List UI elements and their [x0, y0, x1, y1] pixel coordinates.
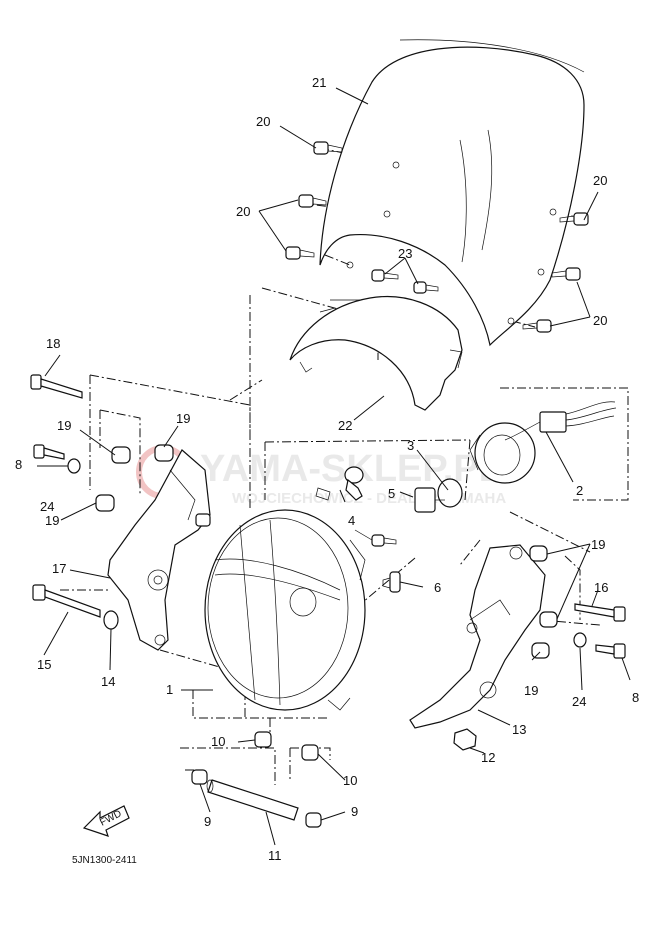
bolt-12: [32, 584, 101, 618]
bolt-8-right: [595, 643, 626, 659]
callout-labels: 21 20 20 20 20 23 22 18 19 19 8 24 19 17…: [15, 75, 639, 863]
callout-8: 8: [632, 690, 639, 705]
callout-23: 23: [398, 246, 412, 261]
collars-19-right: [529, 545, 558, 659]
callout-19: 19: [524, 683, 538, 698]
bracket-16: [107, 449, 211, 651]
callout-16: 17: [52, 561, 66, 576]
callout-9: 9: [351, 804, 358, 819]
callout-14: 14: [101, 674, 115, 689]
adjuster-6: [382, 571, 401, 593]
callout-24: 24: [40, 499, 54, 514]
callout-12: 15: [37, 657, 51, 672]
callout-11: 11: [268, 848, 282, 863]
windscreen: [319, 39, 585, 347]
callout-20: 20: [236, 204, 250, 219]
callout-17: 16: [594, 580, 608, 595]
diagram-code: 5JN1300-2411: [72, 855, 137, 866]
callout-19: 19: [45, 513, 59, 528]
fwd-arrow: FWD: [82, 805, 130, 837]
callout-20: 20: [256, 114, 270, 129]
callout-3: 3: [407, 438, 414, 453]
callout-19: 19: [591, 537, 605, 552]
socket-3: [469, 422, 536, 484]
lead-2: [504, 401, 617, 441]
screw-headlight: [371, 534, 397, 547]
callout-21: 21: [312, 75, 326, 90]
callout-5: 5: [388, 486, 395, 501]
nut-13: [453, 728, 477, 751]
bulb-4: [315, 466, 364, 501]
callout-4: 4: [348, 513, 355, 528]
screw: [522, 319, 552, 333]
washer-24-left: [67, 458, 81, 474]
screw: [313, 141, 343, 155]
bolt-8-left: [33, 444, 65, 460]
washer-24-right: [573, 632, 587, 648]
headlight-cover: [289, 295, 463, 411]
callout-24: 24: [572, 694, 586, 709]
callout-20: 20: [593, 313, 607, 328]
callout-2: 2: [576, 483, 583, 498]
callout-9: 9: [204, 814, 211, 829]
screws-23: [371, 269, 439, 294]
bulb-5: [414, 478, 463, 513]
screws-20: [285, 141, 589, 333]
screw: [298, 194, 327, 208]
headlight-unit: [204, 509, 373, 711]
screw: [551, 267, 581, 281]
screw: [285, 246, 315, 260]
bolt-17: [574, 603, 626, 622]
callout-19: 19: [57, 418, 71, 433]
callout-10: 10: [343, 773, 357, 788]
callout-15: 13: [512, 722, 526, 737]
collar-14: [103, 610, 119, 630]
bolt-18: [30, 374, 83, 399]
collars-10: [254, 731, 319, 761]
callout-13: 12: [481, 750, 495, 765]
leader-lines: [37, 87, 631, 846]
callout-18: 18: [46, 336, 60, 351]
collars-9: [191, 769, 322, 828]
callout-6: 6: [434, 580, 441, 595]
bracket-15: [409, 544, 546, 729]
callout-20: 20: [593, 173, 607, 188]
callout-8: 8: [15, 457, 22, 472]
callout-10: 10: [211, 734, 225, 749]
collars-19-left: [95, 444, 174, 512]
callout-1: 1: [166, 682, 173, 697]
screw: [559, 212, 589, 226]
tube-11: [206, 779, 299, 821]
callout-22: 22: [338, 418, 352, 433]
callout-19: 19: [176, 411, 190, 426]
